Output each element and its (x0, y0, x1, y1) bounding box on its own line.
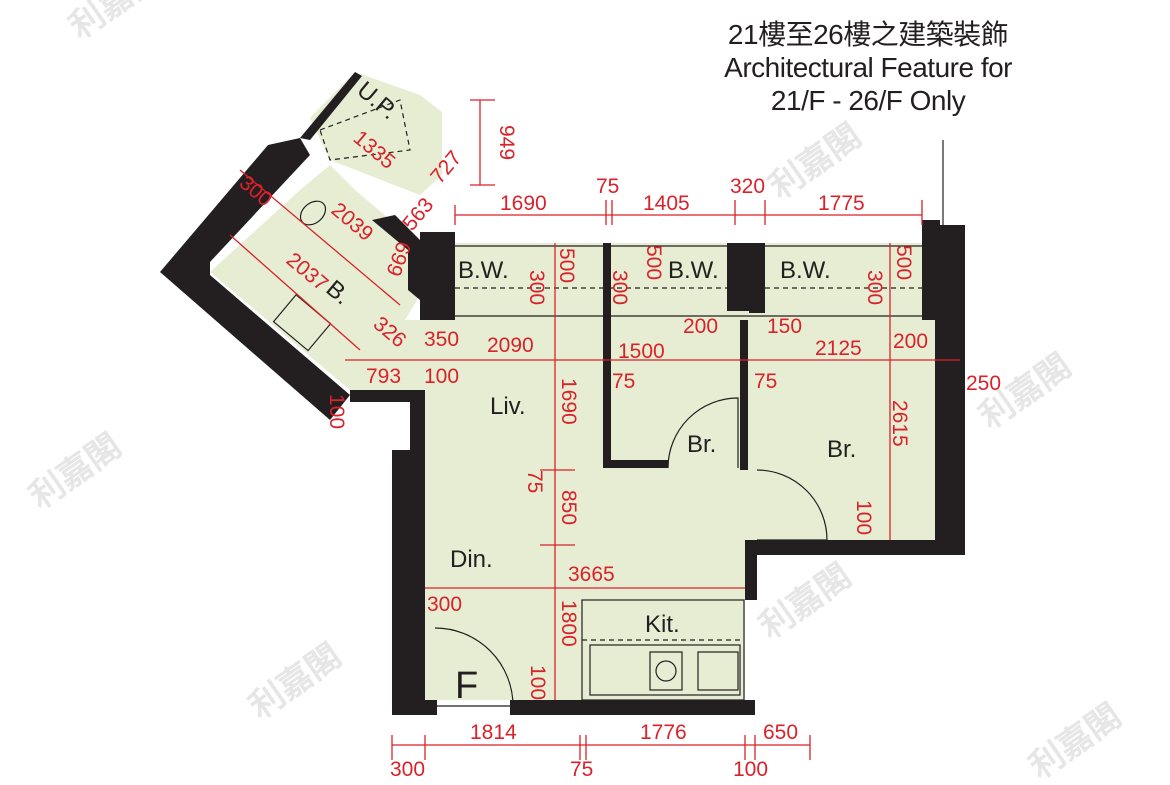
dim-3665: 3665 (568, 563, 615, 586)
dim-75-b: 75 (754, 370, 777, 393)
dim-bw-300-c: 300 (863, 270, 886, 305)
dim-top-320: 320 (730, 175, 765, 198)
dim-75-c: 75 (523, 470, 546, 493)
svg-text:利嘉閣: 利嘉閣 (22, 426, 128, 517)
dim-250: 250 (966, 372, 1001, 395)
walls (160, 72, 965, 715)
washing-machine-icon (649, 651, 683, 691)
bedroom-door-swing (667, 397, 739, 469)
dim-100-c: 100 (526, 665, 549, 700)
room-entrance: F (455, 665, 478, 707)
dim-150: 150 (767, 315, 802, 338)
dim-bath-793: 793 (366, 365, 401, 388)
floor-areas (210, 72, 935, 700)
room-bw-2: B.W. (668, 257, 719, 284)
dim-bottom-1776: 1776 (640, 721, 687, 744)
fittings (272, 99, 944, 707)
room-kitchen: Kit. (645, 611, 680, 638)
dim-bottom-75: 75 (570, 758, 593, 781)
dim-200-a: 200 (683, 315, 718, 338)
dim-850: 850 (557, 490, 580, 525)
dim-bw-300-b: 300 (608, 270, 631, 305)
dim-1800: 1800 (557, 600, 580, 647)
dim-bottom-1814: 1814 (470, 721, 517, 744)
dim-100: 100 (424, 365, 459, 388)
note-line-en-1: Architectural Feature for (724, 52, 1012, 83)
sink-icon (697, 651, 739, 691)
entrance-door-swing (434, 627, 514, 707)
dim-bottom-300: 300 (390, 758, 425, 781)
dim-100-b: 100 (852, 500, 875, 535)
room-bedroom-1: Br. (687, 431, 716, 458)
bedroom2-door-swing (756, 469, 828, 541)
room-dining: Din. (450, 546, 493, 573)
dim-top-75: 75 (596, 175, 619, 198)
dim-bw-500-a: 500 (555, 248, 578, 283)
dim-2090: 2090 (487, 334, 534, 357)
svg-text:利嘉閣: 利嘉閣 (242, 636, 348, 727)
dim-bw-500-c: 500 (892, 245, 915, 280)
room-bw-3: B.W. (780, 257, 831, 284)
room-living: Liv. (490, 393, 526, 420)
svg-text:利嘉閣: 利嘉閣 (1022, 696, 1128, 785)
dim-up-949: 949 (495, 125, 518, 160)
dim-2615: 2615 (888, 400, 911, 447)
dim-75-a: 75 (612, 370, 635, 393)
dim-300: 300 (427, 593, 462, 616)
dim-top-1405: 1405 (643, 192, 690, 215)
kitchen-counter (581, 599, 745, 701)
dim-bw-500-b: 500 (642, 245, 665, 280)
dim-1500: 1500 (618, 340, 665, 363)
up-dashed-outline (319, 99, 411, 161)
dim-1690-vertical: 1690 (557, 378, 580, 425)
svg-text:利嘉閣: 利嘉閣 (752, 556, 858, 647)
dim-bath-100: 100 (325, 394, 348, 429)
dim-bottom-100: 100 (733, 758, 768, 781)
dim-bottom-650: 650 (763, 721, 798, 744)
note-line-cn: 21樓至26樓之建築裝飾 (727, 19, 1009, 50)
architectural-feature-note: 21樓至26樓之建築裝飾 Architectural Feature for 2… (724, 18, 1012, 117)
dim-top-1775: 1775 (818, 192, 865, 215)
dimension-lines (229, 99, 960, 760)
room-bw-1: B.W. (458, 257, 509, 284)
room-bedroom-2: Br. (827, 436, 856, 463)
dim-2125: 2125 (815, 337, 862, 360)
dim-350: 350 (424, 328, 459, 351)
note-line-en-2: 21/F - 26/F Only (770, 85, 966, 116)
dim-bw-300-a: 300 (525, 270, 548, 305)
dim-200-b: 200 (893, 330, 928, 353)
svg-text:利嘉閣: 利嘉閣 (62, 0, 168, 47)
dim-top-1690: 1690 (500, 192, 547, 215)
